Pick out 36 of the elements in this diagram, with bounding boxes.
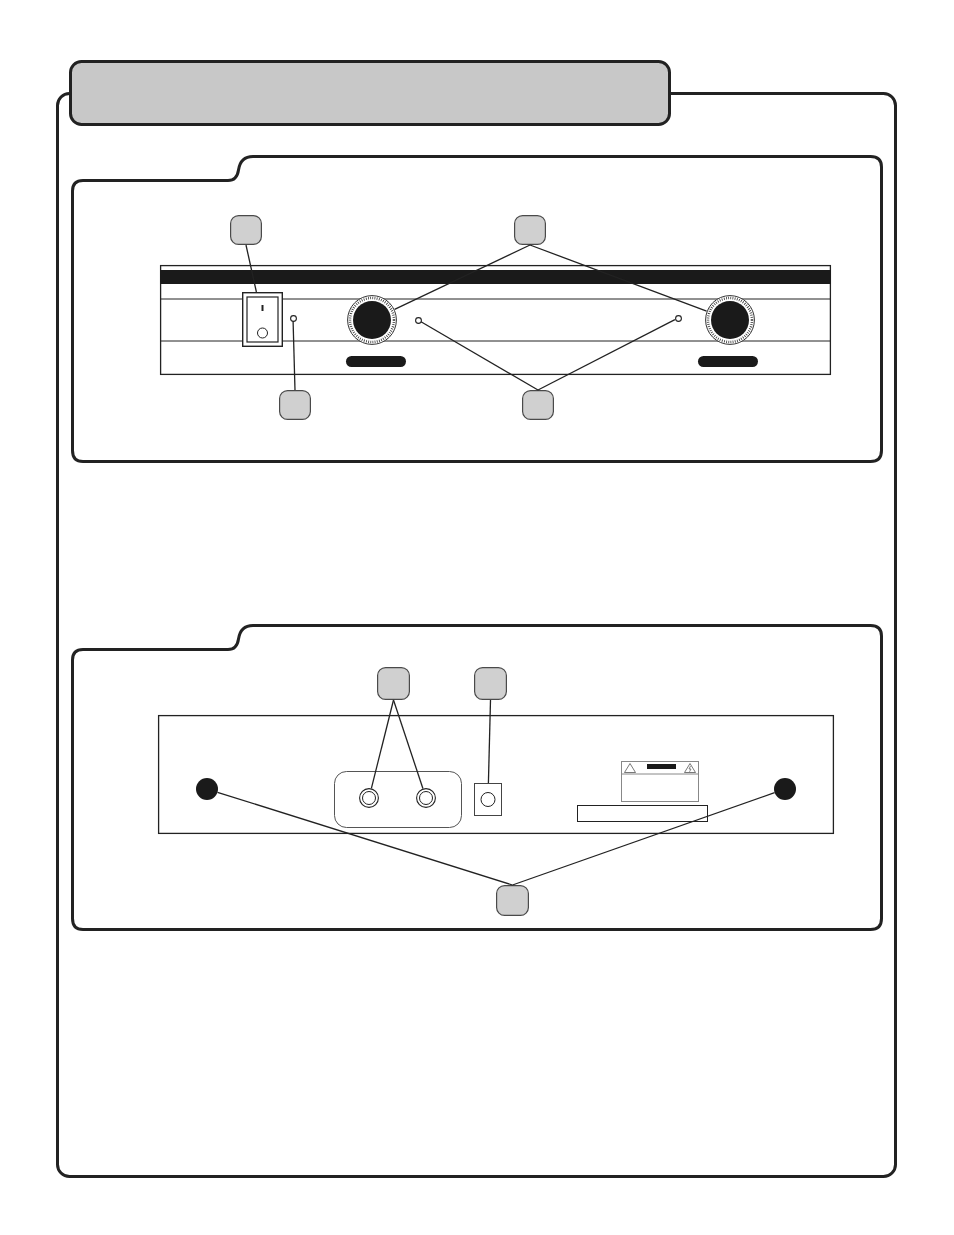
indicator-led xyxy=(414,316,422,324)
leader-line xyxy=(511,792,776,886)
title-bar xyxy=(69,60,671,126)
callout-badge xyxy=(514,215,546,245)
leader-line xyxy=(529,244,708,312)
callout-badge xyxy=(279,390,311,420)
leader-line xyxy=(392,699,424,790)
device-front-panel xyxy=(160,265,831,375)
leader-line xyxy=(245,244,258,293)
trim-band xyxy=(160,270,831,284)
callout-badge xyxy=(522,390,554,420)
power-jack xyxy=(474,783,502,816)
round-port xyxy=(196,778,218,800)
leader-line xyxy=(420,321,539,391)
leader-line xyxy=(216,791,514,886)
power-switch xyxy=(242,292,283,347)
leader-line xyxy=(292,320,296,391)
callout-badge xyxy=(377,667,410,700)
control-knob xyxy=(347,295,397,345)
section-panel xyxy=(71,155,883,463)
leader-line xyxy=(393,244,531,310)
section-panel xyxy=(71,624,883,931)
callout-badge xyxy=(230,215,262,245)
indicator-led xyxy=(674,314,682,322)
round-port xyxy=(774,778,796,800)
callout-badge xyxy=(474,667,507,700)
leader-line xyxy=(537,318,676,391)
audio-jack xyxy=(359,788,379,808)
audio-jack xyxy=(416,788,436,808)
callout-badge xyxy=(496,885,529,916)
leader-line xyxy=(487,699,492,784)
control-knob xyxy=(705,295,755,345)
leader-line xyxy=(370,699,395,789)
indicator-led xyxy=(289,314,297,322)
serial-label xyxy=(577,805,708,822)
device-rear-panel xyxy=(158,715,834,834)
